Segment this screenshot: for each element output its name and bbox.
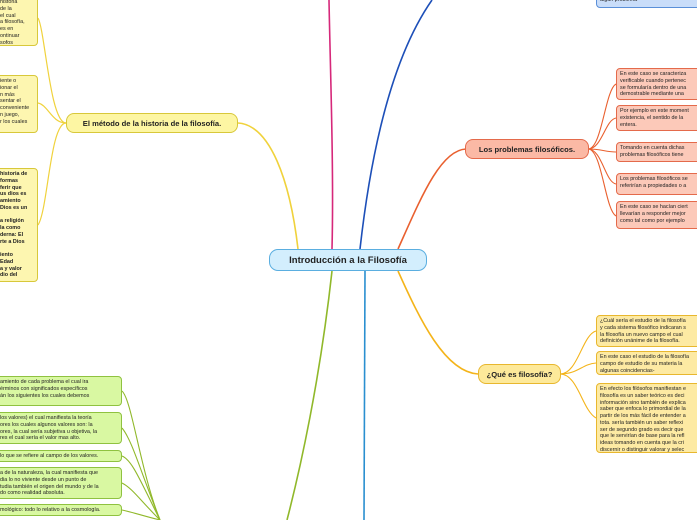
problemas-note-4[interactable]: Los problemas filosóficos se referirían … xyxy=(616,173,697,195)
green-note-5[interactable]: mológico: todo lo relativo a la cosmolog… xyxy=(0,504,122,516)
historia-note-3[interactable]: historia de formas ferir que us dios es … xyxy=(0,168,38,282)
problemas-note-1[interactable]: En este caso se caracteriza verificable … xyxy=(616,68,697,100)
que-es-note-3[interactable]: En efecto los filósofos manifiestan e fi… xyxy=(596,383,697,453)
central-topic[interactable]: Introducción a la Filosofía xyxy=(269,249,427,271)
problemas-note-3[interactable]: Tomando en cuenta dichas problemas filos… xyxy=(616,142,697,162)
green-note-3[interactable]: lo que se refiere al campo de los valore… xyxy=(0,450,122,462)
green-note-2[interactable]: los valores) el cual manifiesta la teorí… xyxy=(0,412,122,444)
historia-note-1[interactable]: historia de la el cual a filosofía, es e… xyxy=(0,0,38,46)
branch-blue xyxy=(359,0,433,250)
topic-problemas[interactable]: Los problemas filosóficos. xyxy=(465,139,589,159)
branch-yellow xyxy=(237,122,299,250)
branch-cyan xyxy=(363,270,366,520)
branch-orange xyxy=(397,148,467,250)
branch-pink xyxy=(328,0,334,250)
branch-green xyxy=(286,270,333,520)
topic-que-es[interactable]: ¿Qué es filosofía? xyxy=(478,364,561,384)
problemas-note-2[interactable]: Por ejemplo en este moment existencia, e… xyxy=(616,105,697,131)
branch-gold xyxy=(397,270,479,375)
green-note-4[interactable]: a de la naturaleza, la cual manifiesta q… xyxy=(0,467,122,499)
topic-historia[interactable]: El método de la historia de la filosofía… xyxy=(66,113,238,133)
que-es-note-1[interactable]: ¿Cuál sería el estudio de la filosofía y… xyxy=(596,315,697,347)
green-note-1[interactable]: amiento de cada problema el cual ira érm… xyxy=(0,376,122,406)
historia-note-2[interactable]: iente o ionar el n más sentar el conveni… xyxy=(0,75,38,133)
problemas-note-5[interactable]: En este caso se hacían ciert llevarían a… xyxy=(616,201,697,229)
que-es-note-2[interactable]: En este caso el estudio de la filosofía … xyxy=(596,351,697,375)
blue-note[interactable]: algún problema xyxy=(596,0,697,8)
